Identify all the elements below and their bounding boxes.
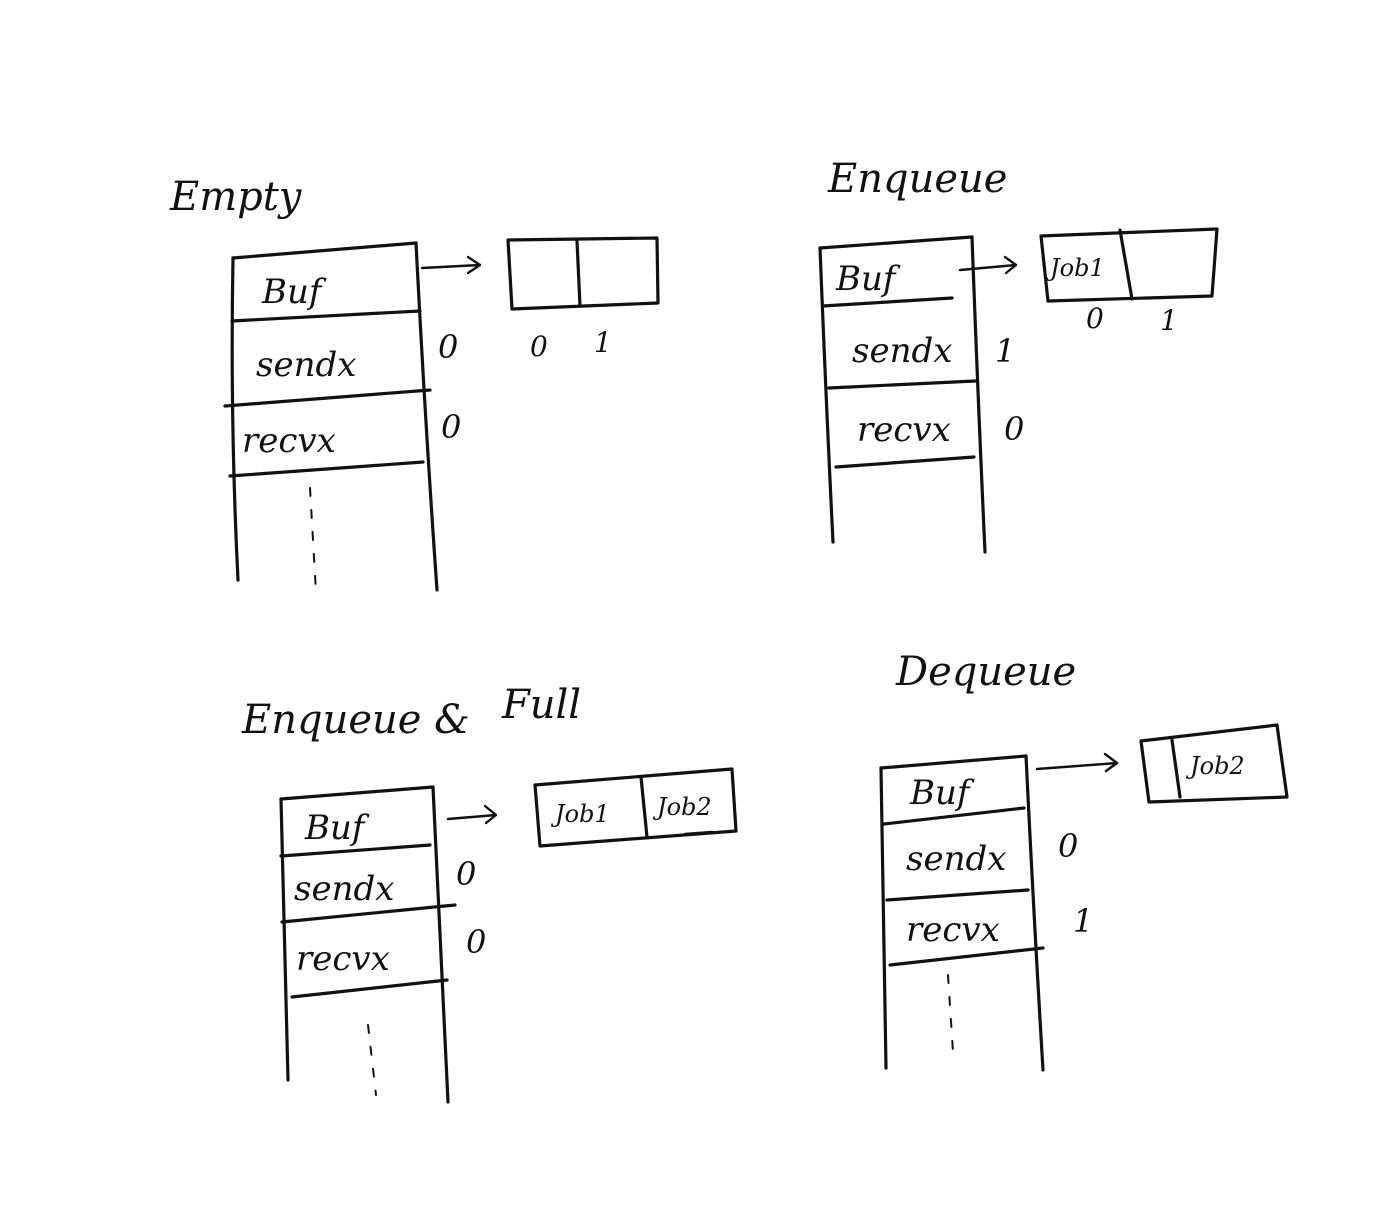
buffer-array-empty bbox=[506, 236, 660, 311]
table-right-border bbox=[414, 241, 439, 592]
panel-enqueue-full: Enqueue & Full Buf sendx recvx 0 0 Job1 … bbox=[241, 682, 738, 1104]
row-divider bbox=[223, 388, 432, 408]
underline-mark bbox=[683, 830, 714, 836]
panel-title-enqueue: Enqueue bbox=[827, 156, 1007, 202]
struct-table-dequeue bbox=[879, 754, 1045, 1072]
panel-title-dequeue: Dequeue bbox=[895, 649, 1076, 695]
buffer-array-dequeue bbox=[1139, 723, 1289, 804]
struct-table-empty bbox=[223, 241, 439, 593]
panel-title-enqueue-full: Enqueue & bbox=[241, 697, 470, 743]
field-label-recvx: recvx bbox=[296, 939, 390, 979]
row-divider bbox=[888, 946, 1045, 967]
field-label-recvx: recvx bbox=[857, 410, 951, 450]
table-right-border bbox=[1024, 754, 1045, 1072]
row-divider bbox=[879, 754, 1028, 770]
struct-table-enqueue bbox=[818, 235, 987, 554]
row-divider bbox=[231, 241, 418, 260]
field-label-recvx: recvx bbox=[242, 421, 336, 461]
field-label-buf: Buf bbox=[304, 808, 370, 848]
panel-enqueue: Enqueue Buf sendx recvx 1 0 Job1 0 1 bbox=[818, 156, 1219, 554]
row-divider bbox=[230, 309, 422, 323]
row-divider bbox=[885, 888, 1030, 902]
buffer-box bbox=[1139, 723, 1289, 804]
continuation-dots bbox=[947, 974, 954, 1053]
buffer-box bbox=[506, 236, 660, 311]
buffer-box bbox=[533, 767, 738, 848]
row-divider bbox=[279, 843, 432, 858]
row-divider bbox=[280, 903, 457, 924]
field-label-recvx: recvx bbox=[906, 910, 1000, 950]
buffer-slot-divider bbox=[575, 239, 582, 308]
pointer-arrow bbox=[446, 804, 498, 825]
table-left-border bbox=[230, 256, 240, 582]
row-divider bbox=[882, 806, 1026, 826]
row-divider bbox=[827, 379, 977, 390]
field-label-sendx: sendx bbox=[852, 331, 952, 371]
buffer-index-0: 0 bbox=[1086, 302, 1104, 335]
buffer-slot-0: Job1 bbox=[550, 800, 610, 828]
panel-title-suffix: Full bbox=[501, 682, 581, 728]
buffer-index-0: 0 bbox=[530, 330, 548, 363]
panel-title-empty: Empty bbox=[169, 174, 303, 220]
value-recvx: 1 bbox=[1073, 902, 1093, 940]
field-label-sendx: sendx bbox=[294, 869, 394, 909]
value-recvx: 0 bbox=[441, 408, 461, 446]
buffer-array-full bbox=[533, 767, 738, 848]
field-label-buf: Buf bbox=[261, 272, 327, 312]
pointer-arrow bbox=[958, 255, 1018, 275]
buffer-index-1: 1 bbox=[594, 326, 612, 359]
value-recvx: 0 bbox=[1004, 410, 1024, 448]
struct-table-enqueue-full bbox=[279, 785, 457, 1104]
field-label-buf: Buf bbox=[835, 259, 901, 299]
row-divider bbox=[834, 455, 976, 469]
value-sendx: 0 bbox=[438, 328, 458, 366]
buffer-index-1: 1 bbox=[1160, 304, 1178, 337]
row-divider bbox=[228, 460, 425, 478]
table-left-border bbox=[879, 766, 888, 1070]
table-right-border bbox=[431, 785, 450, 1104]
field-label-sendx: sendx bbox=[256, 345, 356, 385]
panel-dequeue: Dequeue Buf sendx recvx 0 1 Job2 bbox=[879, 649, 1289, 1072]
row-divider bbox=[279, 785, 435, 801]
buffer-array-enqueue bbox=[1039, 227, 1219, 303]
buffer-slot-divider bbox=[1170, 738, 1182, 799]
row-divider bbox=[290, 978, 449, 999]
table-left-border bbox=[818, 246, 835, 544]
panel-empty: Empty Buf sendx recvx 0 0 0 1 bbox=[169, 174, 660, 593]
pointer-arrow bbox=[1035, 752, 1119, 773]
buffer-box bbox=[1039, 227, 1219, 303]
value-sendx: 1 bbox=[995, 332, 1015, 370]
table-right-border bbox=[970, 235, 987, 554]
buffer-slot-1: Job2 bbox=[1185, 752, 1245, 780]
field-label-sendx: sendx bbox=[906, 839, 1006, 879]
value-sendx: 0 bbox=[1058, 827, 1078, 865]
value-sendx: 0 bbox=[456, 855, 476, 893]
buffer-slot-divider bbox=[1118, 228, 1134, 301]
pointer-arrow bbox=[420, 255, 482, 275]
buffer-slot-0: Job1 bbox=[1045, 254, 1105, 282]
buffer-slot-divider bbox=[639, 775, 649, 839]
row-divider bbox=[818, 235, 974, 250]
buffer-slot-1: Job2 bbox=[652, 793, 712, 821]
table-left-border bbox=[279, 797, 290, 1082]
value-recvx: 0 bbox=[466, 923, 486, 961]
continuation-dots bbox=[309, 487, 317, 593]
field-label-buf: Buf bbox=[909, 773, 975, 813]
row-divider bbox=[821, 296, 954, 308]
continuation-dots bbox=[367, 1024, 377, 1096]
